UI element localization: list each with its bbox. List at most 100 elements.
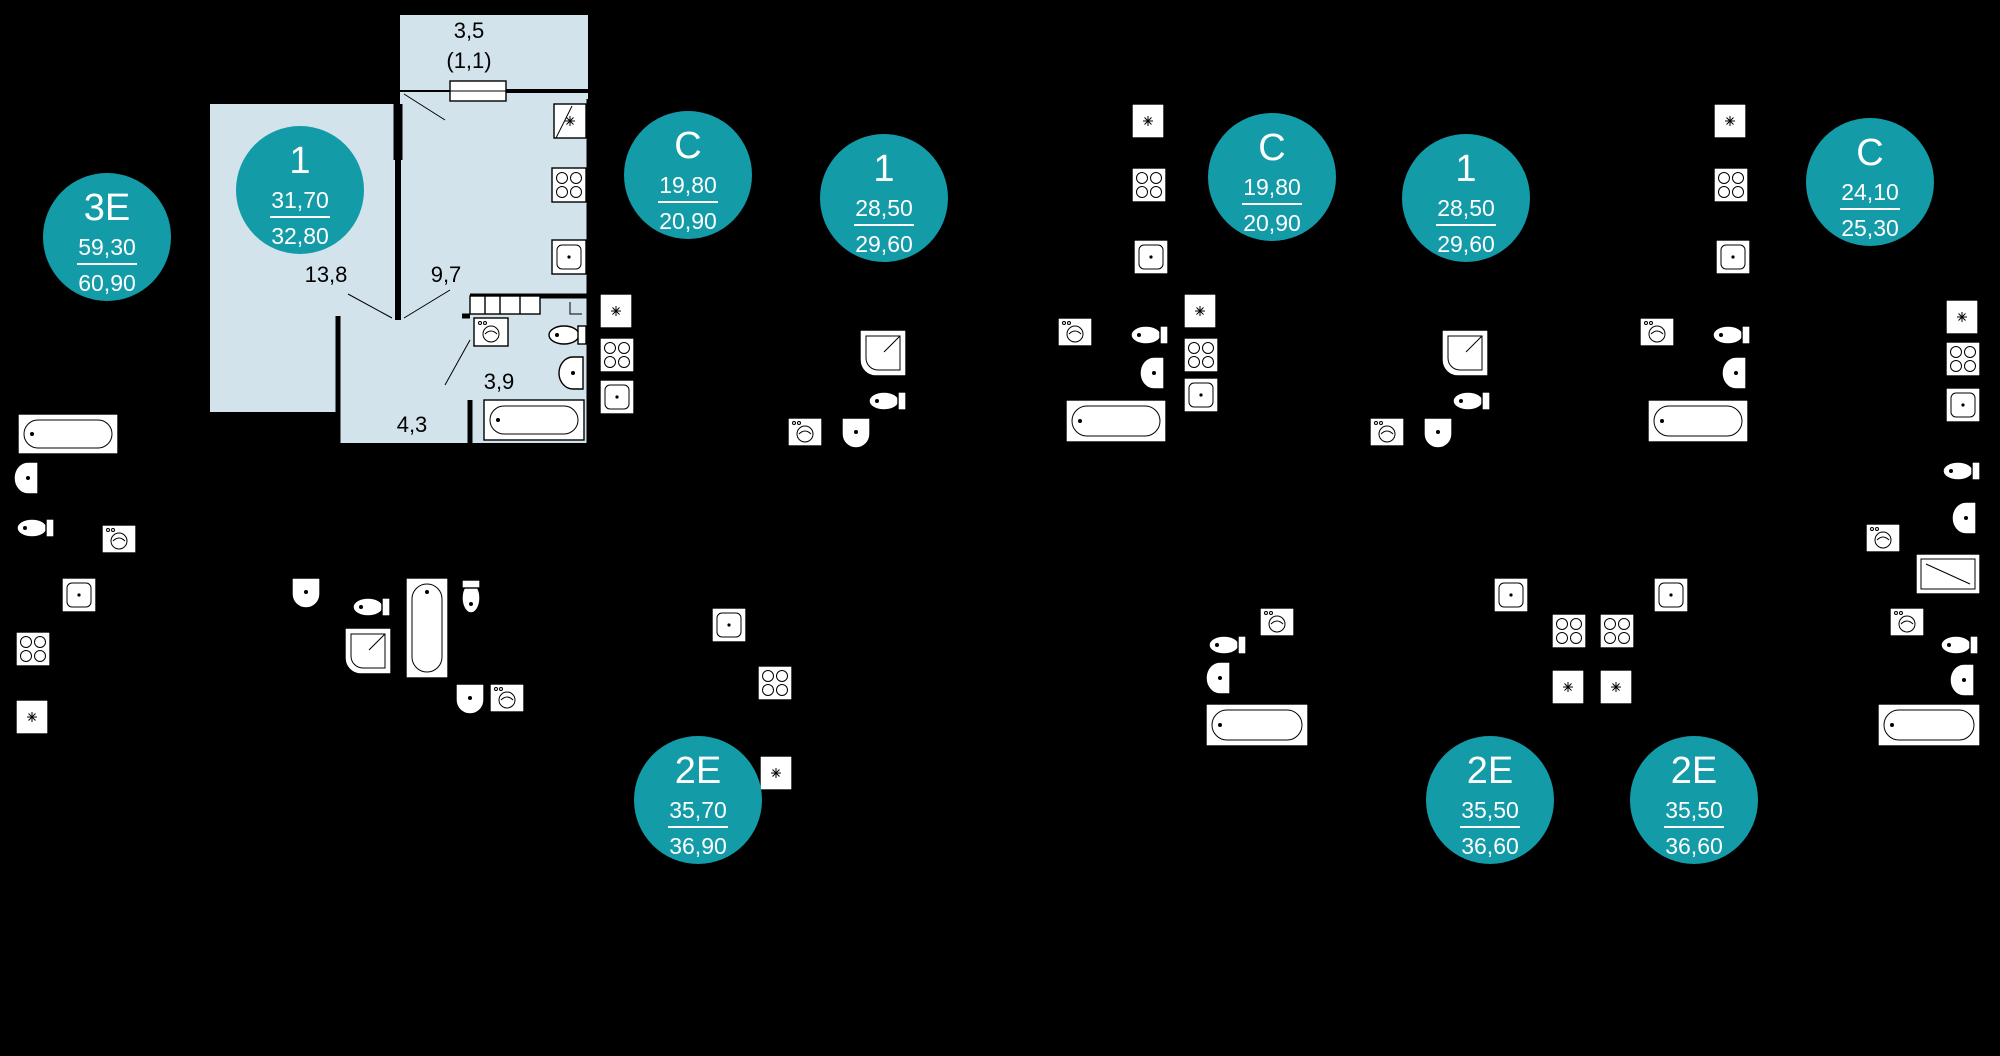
living-area-label: 19,80 (659, 172, 717, 198)
living-area-label: 35,50 (1461, 797, 1519, 823)
bathtub-icon (405, 577, 449, 679)
sink-icon (841, 417, 871, 449)
stove-icon (599, 337, 635, 373)
badge-circle (1208, 113, 1336, 241)
bathtub-icon (483, 399, 585, 441)
stove-icon (1599, 613, 1635, 649)
ventilation-icon (599, 293, 633, 329)
living-area-label: 19,80 (1243, 174, 1301, 200)
total-area-label: 32,80 (271, 223, 329, 249)
living-area-label: 31,70 (271, 187, 329, 213)
washing-machine-icon (1057, 317, 1093, 347)
hallway-area (338, 299, 470, 443)
ventilation-icon (15, 699, 49, 735)
sink-icon (61, 577, 97, 613)
partition-ladder (469, 295, 541, 315)
toilet-icon (1712, 325, 1751, 345)
apartment-notch (210, 412, 338, 452)
stove-icon (1183, 337, 1219, 373)
stove-icon (1131, 167, 1167, 203)
living-area-label: 28,50 (1437, 195, 1495, 221)
toilet-icon (1940, 635, 1979, 655)
ventilation-icon (1183, 293, 1217, 329)
toilet-icon (16, 518, 55, 538)
ventilation-icon (759, 755, 793, 791)
badge-circle (236, 126, 364, 254)
living-area-label: 28,50 (855, 195, 913, 221)
apartment-type-label: 2E (1467, 750, 1513, 792)
door-swing (555, 105, 573, 139)
sink-icon (13, 461, 39, 495)
washing-machine-icon (1639, 317, 1675, 347)
toilet-icon (1452, 391, 1491, 411)
total-area-label: 25,30 (1841, 215, 1899, 241)
door-swing (569, 302, 582, 315)
sink-icon (1715, 239, 1751, 275)
sink-icon (1205, 661, 1231, 695)
total-area-label: 29,60 (855, 231, 913, 257)
fixtures-layer (13, 103, 1981, 791)
shower-icon (1441, 329, 1489, 377)
badge-circle (1806, 118, 1934, 246)
bathtub-icon (1647, 399, 1749, 443)
sink-icon (1183, 377, 1219, 413)
room-area-label: 4,3 (397, 412, 428, 437)
apartment-type-label: 1 (289, 140, 310, 182)
stove-icon (551, 167, 587, 203)
leader-line (347, 293, 393, 319)
apartment-type-label: 2E (1671, 750, 1717, 792)
living-area-label: 35,50 (1665, 797, 1723, 823)
bathtub-icon (1205, 703, 1309, 747)
apartment-type-label: 2E (675, 750, 721, 792)
badge-circle (634, 736, 762, 864)
total-area-label: 20,90 (659, 208, 717, 234)
sink-icon (1423, 417, 1453, 449)
total-area-label: 36,60 (1461, 833, 1519, 859)
total-area-label: 60,90 (78, 270, 136, 296)
sink-icon (1951, 501, 1977, 535)
washing-machine-icon (1259, 607, 1295, 637)
toilet-icon (352, 597, 391, 617)
room-area-label: 3,9 (484, 369, 515, 394)
badge-circle (43, 173, 171, 301)
total-area-label: 36,60 (1665, 833, 1723, 859)
living-area-label: 24,10 (1841, 179, 1899, 205)
toilet-icon (868, 391, 907, 411)
bathtub-icon (1877, 703, 1981, 747)
bathtub-icon (17, 413, 119, 455)
toilet-icon (1130, 325, 1169, 345)
sink-icon (599, 379, 635, 415)
toilet-icon (461, 579, 481, 614)
ventilation-icon (1131, 103, 1165, 139)
leader-line (403, 289, 451, 319)
sink-icon (291, 577, 321, 609)
washing-machine-icon (787, 417, 823, 447)
sink-icon (1945, 387, 1981, 423)
shower-icon (859, 329, 907, 377)
apartment-badge[interactable]: 2E 35,50 36,60 (1630, 736, 1758, 864)
toilet-icon (548, 325, 587, 345)
leader-line (403, 93, 446, 121)
room-area-label: 3,5 (454, 18, 485, 43)
stove-icon (1945, 341, 1981, 377)
living-area-label: 35,70 (669, 797, 727, 823)
sink-icon (455, 683, 485, 715)
badge-circle (1630, 736, 1758, 864)
total-area-label: 20,90 (1243, 210, 1301, 236)
toilet-icon (1942, 461, 1981, 481)
apartment-type-label: 3E (84, 187, 130, 229)
ventilation-icon (1599, 669, 1633, 705)
room-area-label: 13,8 (305, 262, 348, 287)
apartment-badge[interactable]: 1 31,70 32,80 (236, 126, 364, 254)
apartment-badge[interactable]: 2E 35,50 36,60 (1426, 736, 1554, 864)
sink-icon (1949, 663, 1975, 697)
